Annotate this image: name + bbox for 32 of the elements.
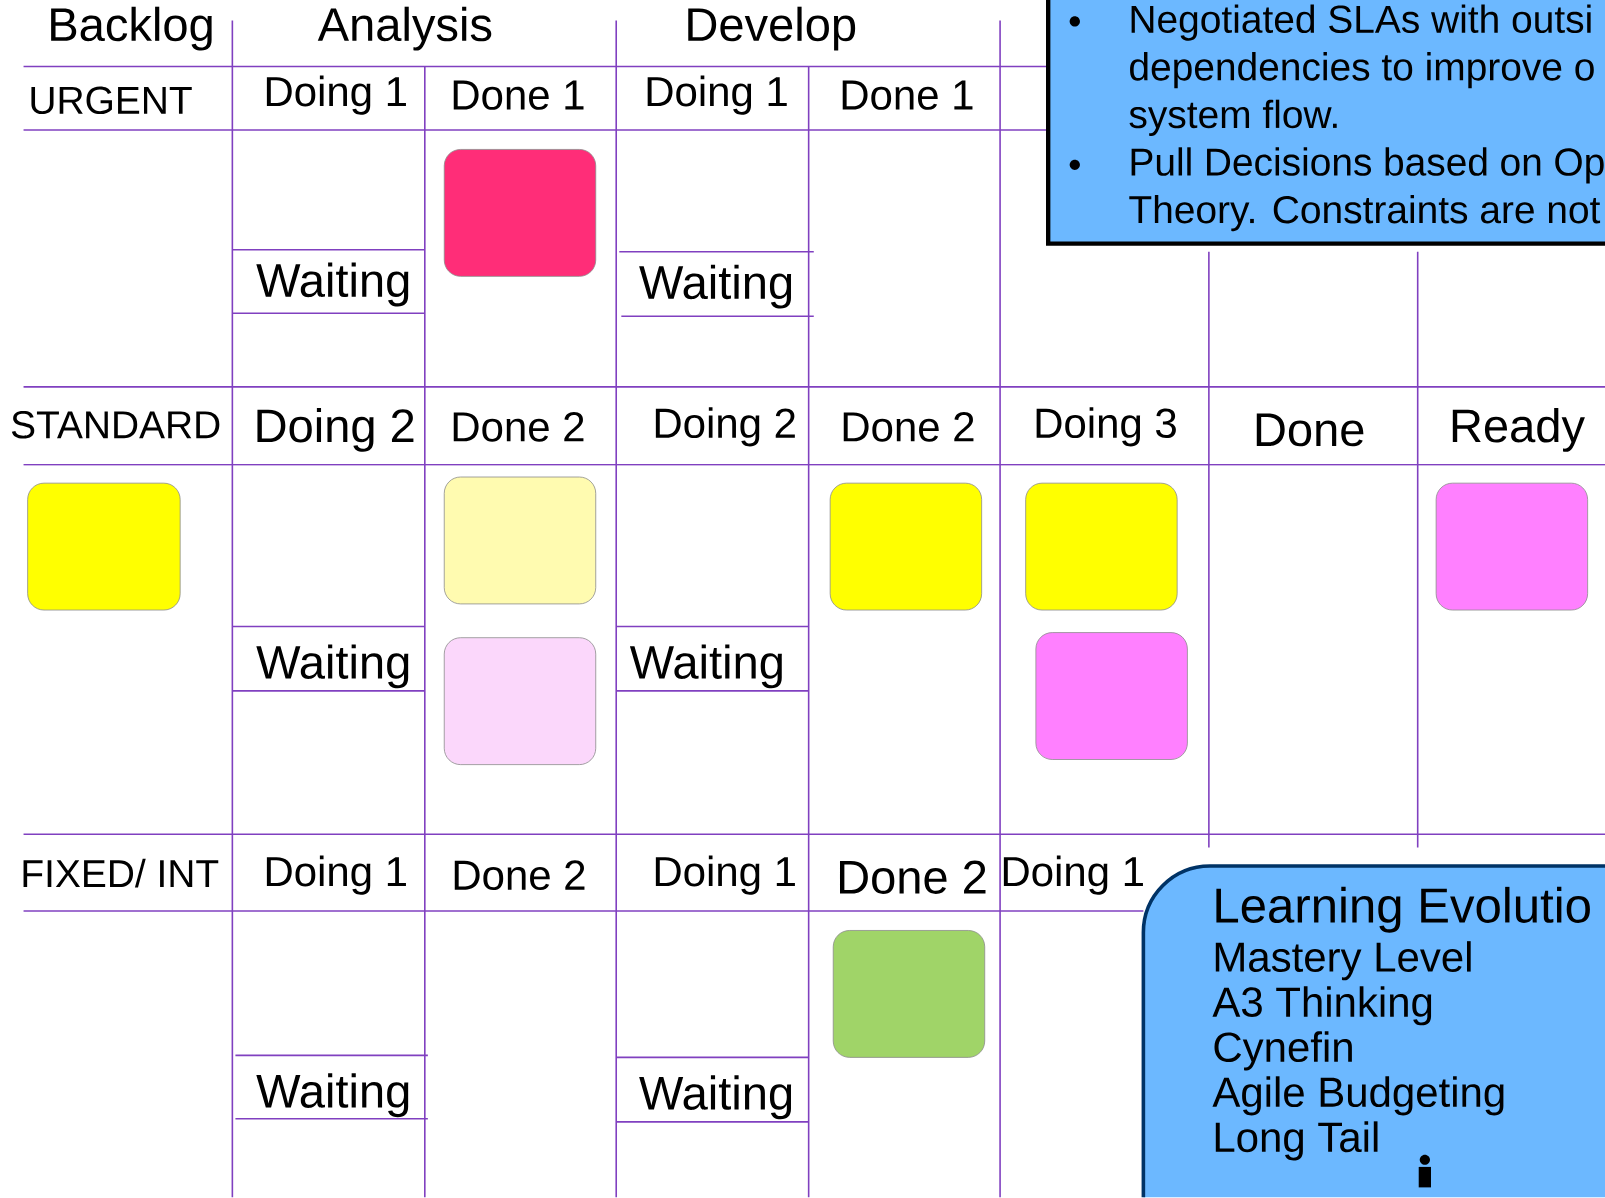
column-header: Develop	[688, 6, 856, 51]
waiting-label: Waiting	[629, 644, 782, 689]
column-header: Done 2	[843, 412, 974, 442]
waiting-label: Waiting	[256, 262, 409, 307]
waiting-label: Waiting	[256, 1073, 409, 1118]
sticky-note	[832, 930, 986, 1058]
sticky-note	[1025, 482, 1178, 611]
column-header: Backlog	[51, 6, 212, 51]
sticky-note	[27, 482, 181, 611]
column-header: Done 1	[453, 80, 584, 111]
column-header: Done	[1256, 413, 1364, 447]
sticky-note	[443, 637, 597, 766]
waiting-label: Waiting	[639, 264, 792, 309]
waiting-label: Waiting	[639, 1075, 792, 1120]
column-header: Doing 1	[1003, 855, 1143, 895]
waiting-label: Waiting	[256, 644, 409, 689]
swimlane-label: FIXED/ INT	[23, 859, 219, 888]
sticky-note	[1035, 632, 1188, 761]
column-header: Done 1	[842, 80, 973, 111]
sticky-note	[443, 149, 597, 277]
column-header: Doing 1	[266, 75, 406, 115]
column-header: Done 2	[454, 860, 585, 891]
note-box: Negotiated SLAs with outsi dependencies to improve o system flow. Pull Decisions based on Op Theory. Constraints are not	[1046, 0, 1605, 246]
column-header: Doing 3	[1036, 407, 1176, 447]
column-header: Doing 1	[647, 75, 787, 115]
sticky-note	[443, 476, 597, 605]
swimlane-label: URGENT	[31, 86, 192, 115]
sticky-note	[829, 482, 983, 611]
sticky-note	[1435, 482, 1589, 611]
column-header: Doing 2	[655, 407, 795, 447]
column-header: Doing 1	[655, 855, 795, 895]
column-header: Doing 2	[257, 408, 414, 453]
